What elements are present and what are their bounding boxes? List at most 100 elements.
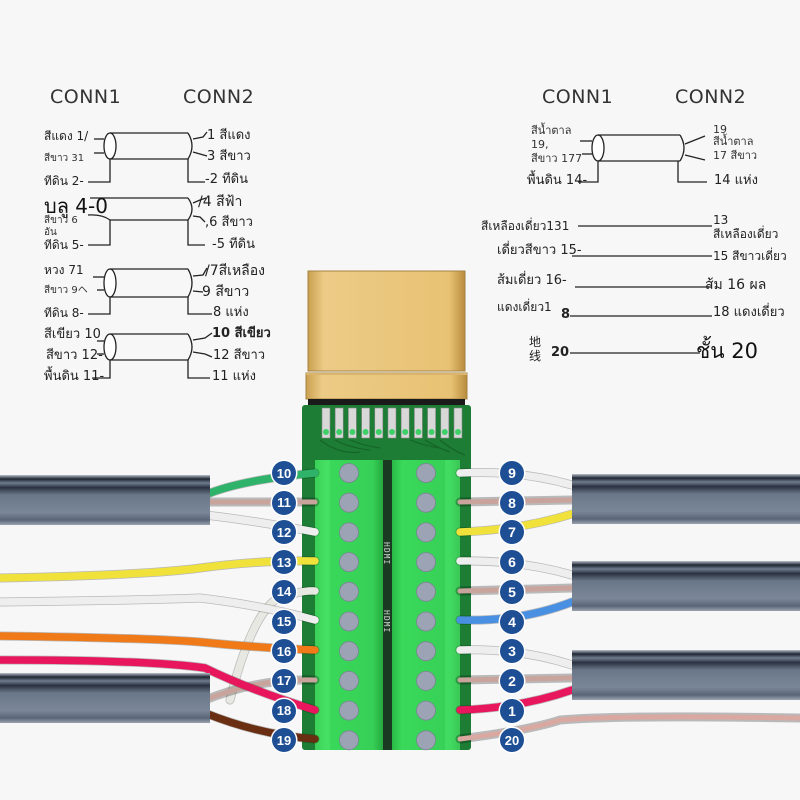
pcb-pad [414,407,423,439]
wire-18 [0,656,319,714]
pcb-pad-via [389,429,395,435]
screw-right [416,581,436,602]
label-white-9-right: 9 สีขาว [202,284,250,300]
floor-reflection [0,752,800,800]
label-orange-16-left: ส้มเดี่ยว 16- [497,273,567,288]
pin-badge-7: 7 [500,520,524,545]
pin-badge-9: 9 [500,461,524,485]
shielded-pair-cable-1 [88,131,208,183]
label-brown-19-left-num: 19, [531,138,549,151]
screw-left [339,611,359,632]
pcb-pad-via [415,429,422,435]
label-brown-19-right-num: 19 [713,123,727,136]
pin-badge-20: 20 [500,728,524,753]
screw-left [339,730,359,751]
pcb-pad [348,407,357,439]
label-ground-2-left: ทีดิน 2- [44,174,84,188]
right-conn2-heading: CONN2 [675,86,747,108]
label-blue-4-right: /4 สีฟ้า [198,194,243,210]
pcb-pad [440,407,450,439]
pin-badge-8: 8 [500,490,524,515]
label-blue-4-left: บลู 4-0 [44,194,108,218]
pin-badge-16: 16 [272,639,296,664]
label-white-12-left: สีขาว 12- [46,348,103,363]
pin-badge-2: 2 [500,668,524,693]
label-white-3-right: 3 สีขาว [207,149,251,164]
pin-badge-1: 1 [500,698,524,723]
label-yellow-13-right-num: 13 [713,213,729,227]
pin-badge-14: 14 [272,579,296,604]
pin-badge-6: 6 [500,550,524,575]
pcb-pad-via [441,429,448,435]
wire-17 [202,677,318,703]
label-white-6-left: สีขาว 6 [44,215,78,226]
pcb-pad-via [428,429,435,435]
pcb-pad [374,407,384,439]
pcb-pad [427,407,436,439]
hdmi-plug [305,270,468,405]
label-white-3-left: สีขาว 31 [44,153,85,164]
label-ground-14-left: พื้นดิน 14- [527,173,588,188]
pin-badge-13: 13 [272,550,296,575]
label-white-15-right: 15 สีขาวเดี่ยว [713,249,787,263]
label-red-1-left: สีแดง 1/ [44,129,89,143]
screw-left [339,552,359,572]
screw-left [339,581,359,602]
label-ground-5-left: ทีดิน 5- [44,238,84,252]
screw-right [416,522,436,543]
screw-left [339,700,359,721]
cable-jacket-left-top [0,475,210,525]
label-ground-2-right: -2 ทีดิน [205,172,248,187]
right-conn1-heading: CONN1 [542,86,614,108]
label-white-12-right: 12 สีขาว [213,348,266,363]
screw-right [416,730,436,751]
pcb-pad [453,407,463,439]
label-ground-14-right: 14 แห่ง [714,173,758,188]
label-red-18-left-suffix: 8 [561,307,571,322]
label-white-9-left: สีขาว 9ヘ [44,285,88,296]
shielded-pair-cable-4 [92,332,213,379]
wire-10 [201,469,319,499]
screw-right [416,611,436,632]
label-white-17-left: สีขาว 177 [531,152,583,165]
wire-12 [201,511,319,536]
label-red-18-right: 18 แดงเดี่ยว [713,305,785,320]
label-ground-5-right: -5 ทีดิน [212,237,255,252]
label-white-15-left: เดี่ยวสีขาว 15- [497,243,582,258]
label-yellow-13-left: สีเหลืองเดี่ยว131 [481,219,570,233]
screw-right [416,492,436,513]
label-white-17-right: 17 สีขาว [713,149,758,162]
wire-16 [0,632,319,654]
pin-badge-18: 18 [272,698,296,723]
left-conn1-heading: CONN1 [50,86,122,108]
label-yellow-13-right: สีเหลืองเดี่ยว [713,227,779,241]
pcb-silkscreen-hdmi-bottom: HDMI [382,610,391,634]
left-conn2-heading: CONN2 [183,86,255,108]
pin-badge-4: 4 [500,609,524,634]
label-white-6-left-suffix: อัน [44,227,57,238]
cable-jacket-left-bottom [0,673,210,723]
pcb-pad-via [362,429,369,435]
pcb-pad [321,407,331,439]
label-red-18-left: แดงเดี่ยว1 [497,300,552,314]
screw-right [416,463,436,483]
wire-19 [201,709,319,743]
screw-left [339,641,359,662]
screw-right [416,700,436,721]
label-ground-11-right: 11 แห่ง [212,369,256,384]
pin-badge-11: 11 [272,490,296,515]
cable-jacket-right-2 [572,561,800,611]
label-green-10-left: สีเขียว 10 [44,327,101,342]
pcb-silkscreen-hdmi-top: HDMI [382,542,391,566]
shielded-pair-cable-3 [88,267,212,315]
wire-13 [0,557,319,582]
label-brown-19-left: สีน้ำตาล [531,124,572,137]
label-ground-20-left-cjk-top: 地 [529,335,542,349]
screw-right [416,641,436,662]
label-orange-16-right: ส้ม 16 ผล [705,277,767,293]
wire-15 [0,594,319,624]
label-ground-11-left: พื้นดิน 11- [44,369,105,384]
shielded-cable-right [578,134,707,183]
label-ground-20-left-cjk-bottom: 线 [529,349,542,363]
pcb-gold-pads [321,407,463,439]
